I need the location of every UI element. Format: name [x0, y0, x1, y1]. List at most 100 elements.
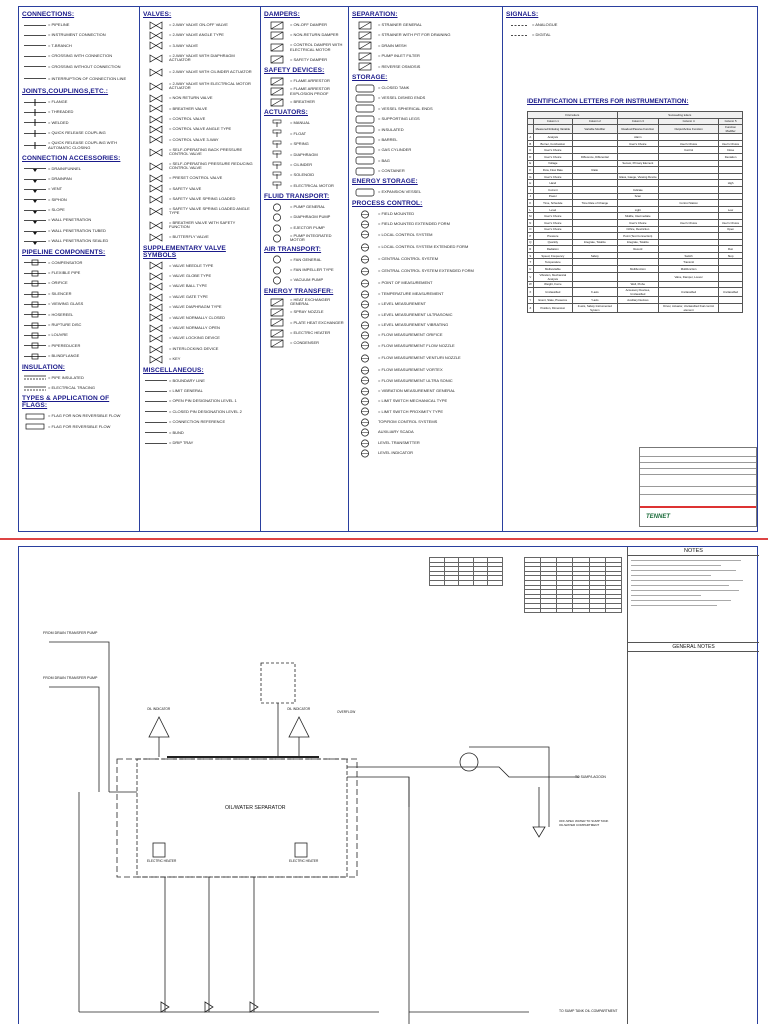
overflow-label: OVERFLOW	[337, 710, 356, 714]
id-col-sub: Function Modifier	[718, 124, 743, 135]
legend-label: = PIPEREDUCER	[48, 342, 81, 348]
legend-row: = LIMIT GENERAL	[143, 386, 257, 396]
legend-symbol-icon	[143, 135, 169, 145]
legend-symbol-icon	[22, 195, 48, 205]
legend-row: = BUND	[143, 428, 257, 438]
legend-row: = FLOW MEASUREMENT ORIFICE	[352, 330, 499, 340]
legend-symbol-icon	[352, 428, 378, 438]
legend-label: = VALVE NEEDLE TYPE	[169, 262, 214, 268]
legend-symbol-icon	[143, 194, 169, 204]
legend-label: = INSTRUMENT CONNECTION	[48, 32, 106, 38]
table-cell	[718, 265, 743, 273]
legend-symbol-icon	[352, 310, 378, 320]
legend-row: = DIAPHRAGM PUMP	[264, 212, 345, 222]
legend-label: TOP/ROM CONTROL SYSTEMS	[378, 419, 438, 425]
section-title: TYPES & APPLICATION OF FLAGS:	[22, 395, 110, 410]
legend-label: = GAS CYLINDER	[378, 147, 412, 153]
table-cell	[718, 238, 743, 247]
legend-label: = 2-WAY VALVE WITH DIAPHRAGM ACTUATOR	[169, 52, 235, 63]
legend-label: = VENT	[48, 186, 63, 192]
legend-symbol-icon	[22, 299, 48, 309]
legend-row: = CILINDER	[264, 160, 345, 170]
legend-symbol-icon	[352, 448, 378, 458]
legend-symbol-icon	[352, 341, 378, 351]
legend-label: = FAN GENERAL	[290, 256, 322, 262]
section-title: SIGNALS:	[506, 11, 539, 18]
table-cell	[718, 192, 743, 201]
legend-label: = SIPHON	[48, 196, 67, 202]
legend-symbol-icon	[264, 307, 290, 317]
legend-column-2: VALVES: = 2-WAY VALVE ON-OFF VALVE= 2-WA…	[140, 7, 261, 531]
legend-row: = FAN GENERAL	[264, 255, 345, 265]
section-title: PROCESS CONTROL:	[352, 199, 423, 207]
legend-label: = FAN IMPELLER TYPE	[290, 267, 334, 273]
legend-symbol-icon	[352, 407, 378, 417]
legend-label: = FLAME ARRESTOR	[290, 78, 330, 84]
legend-label: = VALVE NORMALLY CLOSED	[169, 314, 226, 320]
pid-drawing	[49, 641, 579, 1024]
legend-symbol-icon	[143, 344, 169, 354]
table-cell	[658, 179, 720, 187]
legend-row: = INTERLOCKING DEVICE	[143, 344, 257, 354]
legend-symbol-icon	[352, 365, 378, 375]
legend-symbol-icon	[22, 31, 48, 41]
legend-symbol-icon	[352, 104, 378, 114]
legend-row: = SOLENOID	[264, 170, 345, 180]
legend-row: = VALVE GLOBE TYPE	[143, 271, 257, 281]
table-cell: User's Choice	[532, 172, 574, 181]
section-title: ENERGY STORAGE:	[352, 178, 418, 186]
legend-label: = CONDENSER	[290, 340, 320, 346]
id-col-head: Column 5	[718, 117, 743, 126]
legend-label: = BUND	[169, 429, 184, 435]
legend-label: = THREADED	[48, 109, 74, 115]
legend-label: = CENTRAL CONTROL SYSTEM EXTENDED FORM	[378, 268, 474, 274]
legend-row: = SELF-OPERATING PRESSURE REDUCING CONTR…	[143, 159, 257, 173]
legend-symbol-icon	[264, 76, 290, 86]
legend-label: = SLOPE	[48, 207, 65, 213]
safety-group: = FLAME ARRESTOR= FLAME ARRESTOR EXPLOSI…	[264, 76, 345, 107]
legend-row: = PIPEREDUCER	[22, 341, 136, 351]
legend-label: = WALL PENETRATION	[48, 217, 92, 223]
off-spec-label: OFF-SPEC WATER TO SUMP TANK OIL/WATER CO…	[559, 819, 609, 827]
legend-label: = DIAPHRAGM PUMP	[290, 214, 331, 220]
legend-label: = VALVE GATE TYPE	[169, 293, 208, 299]
legend-row: = DRAIN/FUNNEL	[22, 164, 136, 174]
legend-label: = ON-OFF DAMPER	[290, 21, 328, 27]
legend-symbol-icon	[264, 150, 290, 160]
legend-row: = PIPE INSULATED	[22, 373, 136, 383]
table-cell	[718, 159, 743, 168]
legend-symbol-icon	[143, 184, 169, 194]
legend-row: = CONTROL VALVE ANGLE TYPE	[143, 124, 257, 134]
section-title: CONNECTIONS:	[22, 11, 75, 18]
legend-label: = CONTROL VALVE 3-WAY	[169, 136, 219, 142]
legend-label: = OPEN PIN DESIGNATION LEVEL 1	[169, 398, 237, 404]
legend-symbol-icon	[264, 223, 290, 233]
legend-symbol-icon	[264, 181, 290, 191]
legend-symbol-icon	[352, 397, 378, 407]
legend-row: = ANALOGUE	[506, 20, 754, 30]
legend-row: = FIELD MOUNTED EXTENDED FORM	[352, 219, 499, 229]
legend-symbol-icon	[352, 20, 378, 30]
table-cell: Quantity	[532, 238, 574, 247]
legend-label: = PIPE INSULATED	[48, 374, 84, 380]
section-title: STORAGE:	[352, 73, 388, 81]
table-cell: Z-axis, Safety Instrumented System	[572, 302, 618, 313]
oil-indicator-1	[148, 716, 170, 738]
legend-row: = PIPELINE	[22, 20, 136, 30]
legend-row: = 2-WAY VALVE WITH ELECTRICAL MOTOR ACTU…	[143, 79, 257, 93]
legend-symbol-icon	[22, 310, 48, 320]
table-cell: Close	[718, 146, 743, 154]
legend-row: = 2-WAY VALVE ANGLE TYPE	[143, 30, 257, 40]
id-col-sub: Output/Active Function	[658, 124, 720, 135]
legend-symbol-icon	[264, 43, 290, 53]
separation-group: = STRAINER GENERAL= STRAINER WITH PIT FO…	[352, 20, 499, 72]
table-cell	[616, 199, 660, 207]
legend-symbol-icon	[143, 206, 169, 216]
legend-label: = LOCAL CONTROL SYSTEM	[378, 231, 433, 237]
table-cell: Position, Dimension	[532, 302, 574, 313]
section-title: VALVES:	[143, 11, 172, 18]
legend-label: = PUMP INTEGRATED MOTOR	[290, 233, 332, 243]
